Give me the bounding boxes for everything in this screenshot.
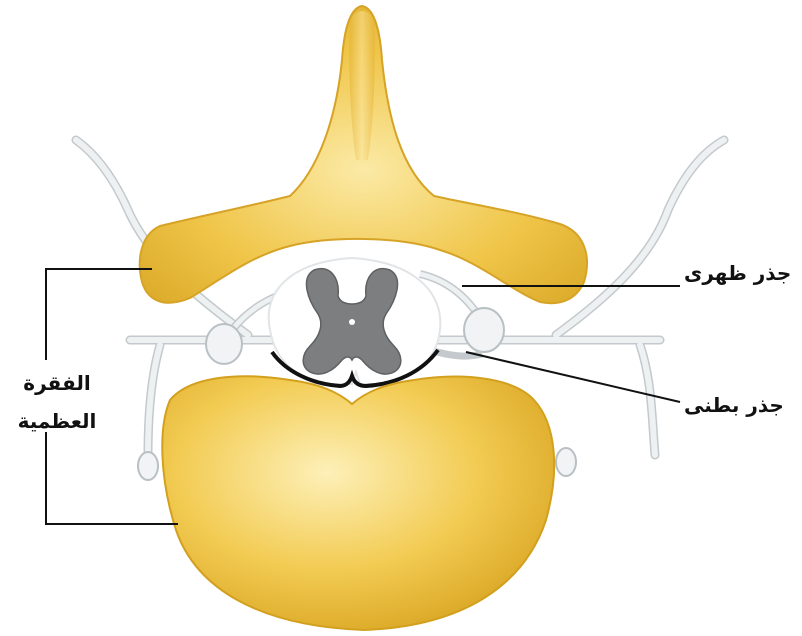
bracket-vertebra-bottom xyxy=(46,432,178,524)
label-vertebra-line1: الفقرة xyxy=(12,364,102,402)
nerve-ending-right xyxy=(556,448,576,476)
central-canal xyxy=(349,319,355,325)
ganglion-right xyxy=(464,308,504,352)
label-ventral-root: جذر بطنى xyxy=(684,393,784,417)
label-vertebra-line2: العظمية xyxy=(12,402,102,440)
ganglion-left xyxy=(206,324,242,364)
label-vertebra: الفقرة العظمية xyxy=(12,364,102,440)
bracket-vertebra-top xyxy=(46,269,152,360)
vertebral-body xyxy=(162,376,554,630)
label-dorsal-root: جذر ظهرى xyxy=(684,261,791,285)
nerve-ending-left xyxy=(138,452,158,480)
